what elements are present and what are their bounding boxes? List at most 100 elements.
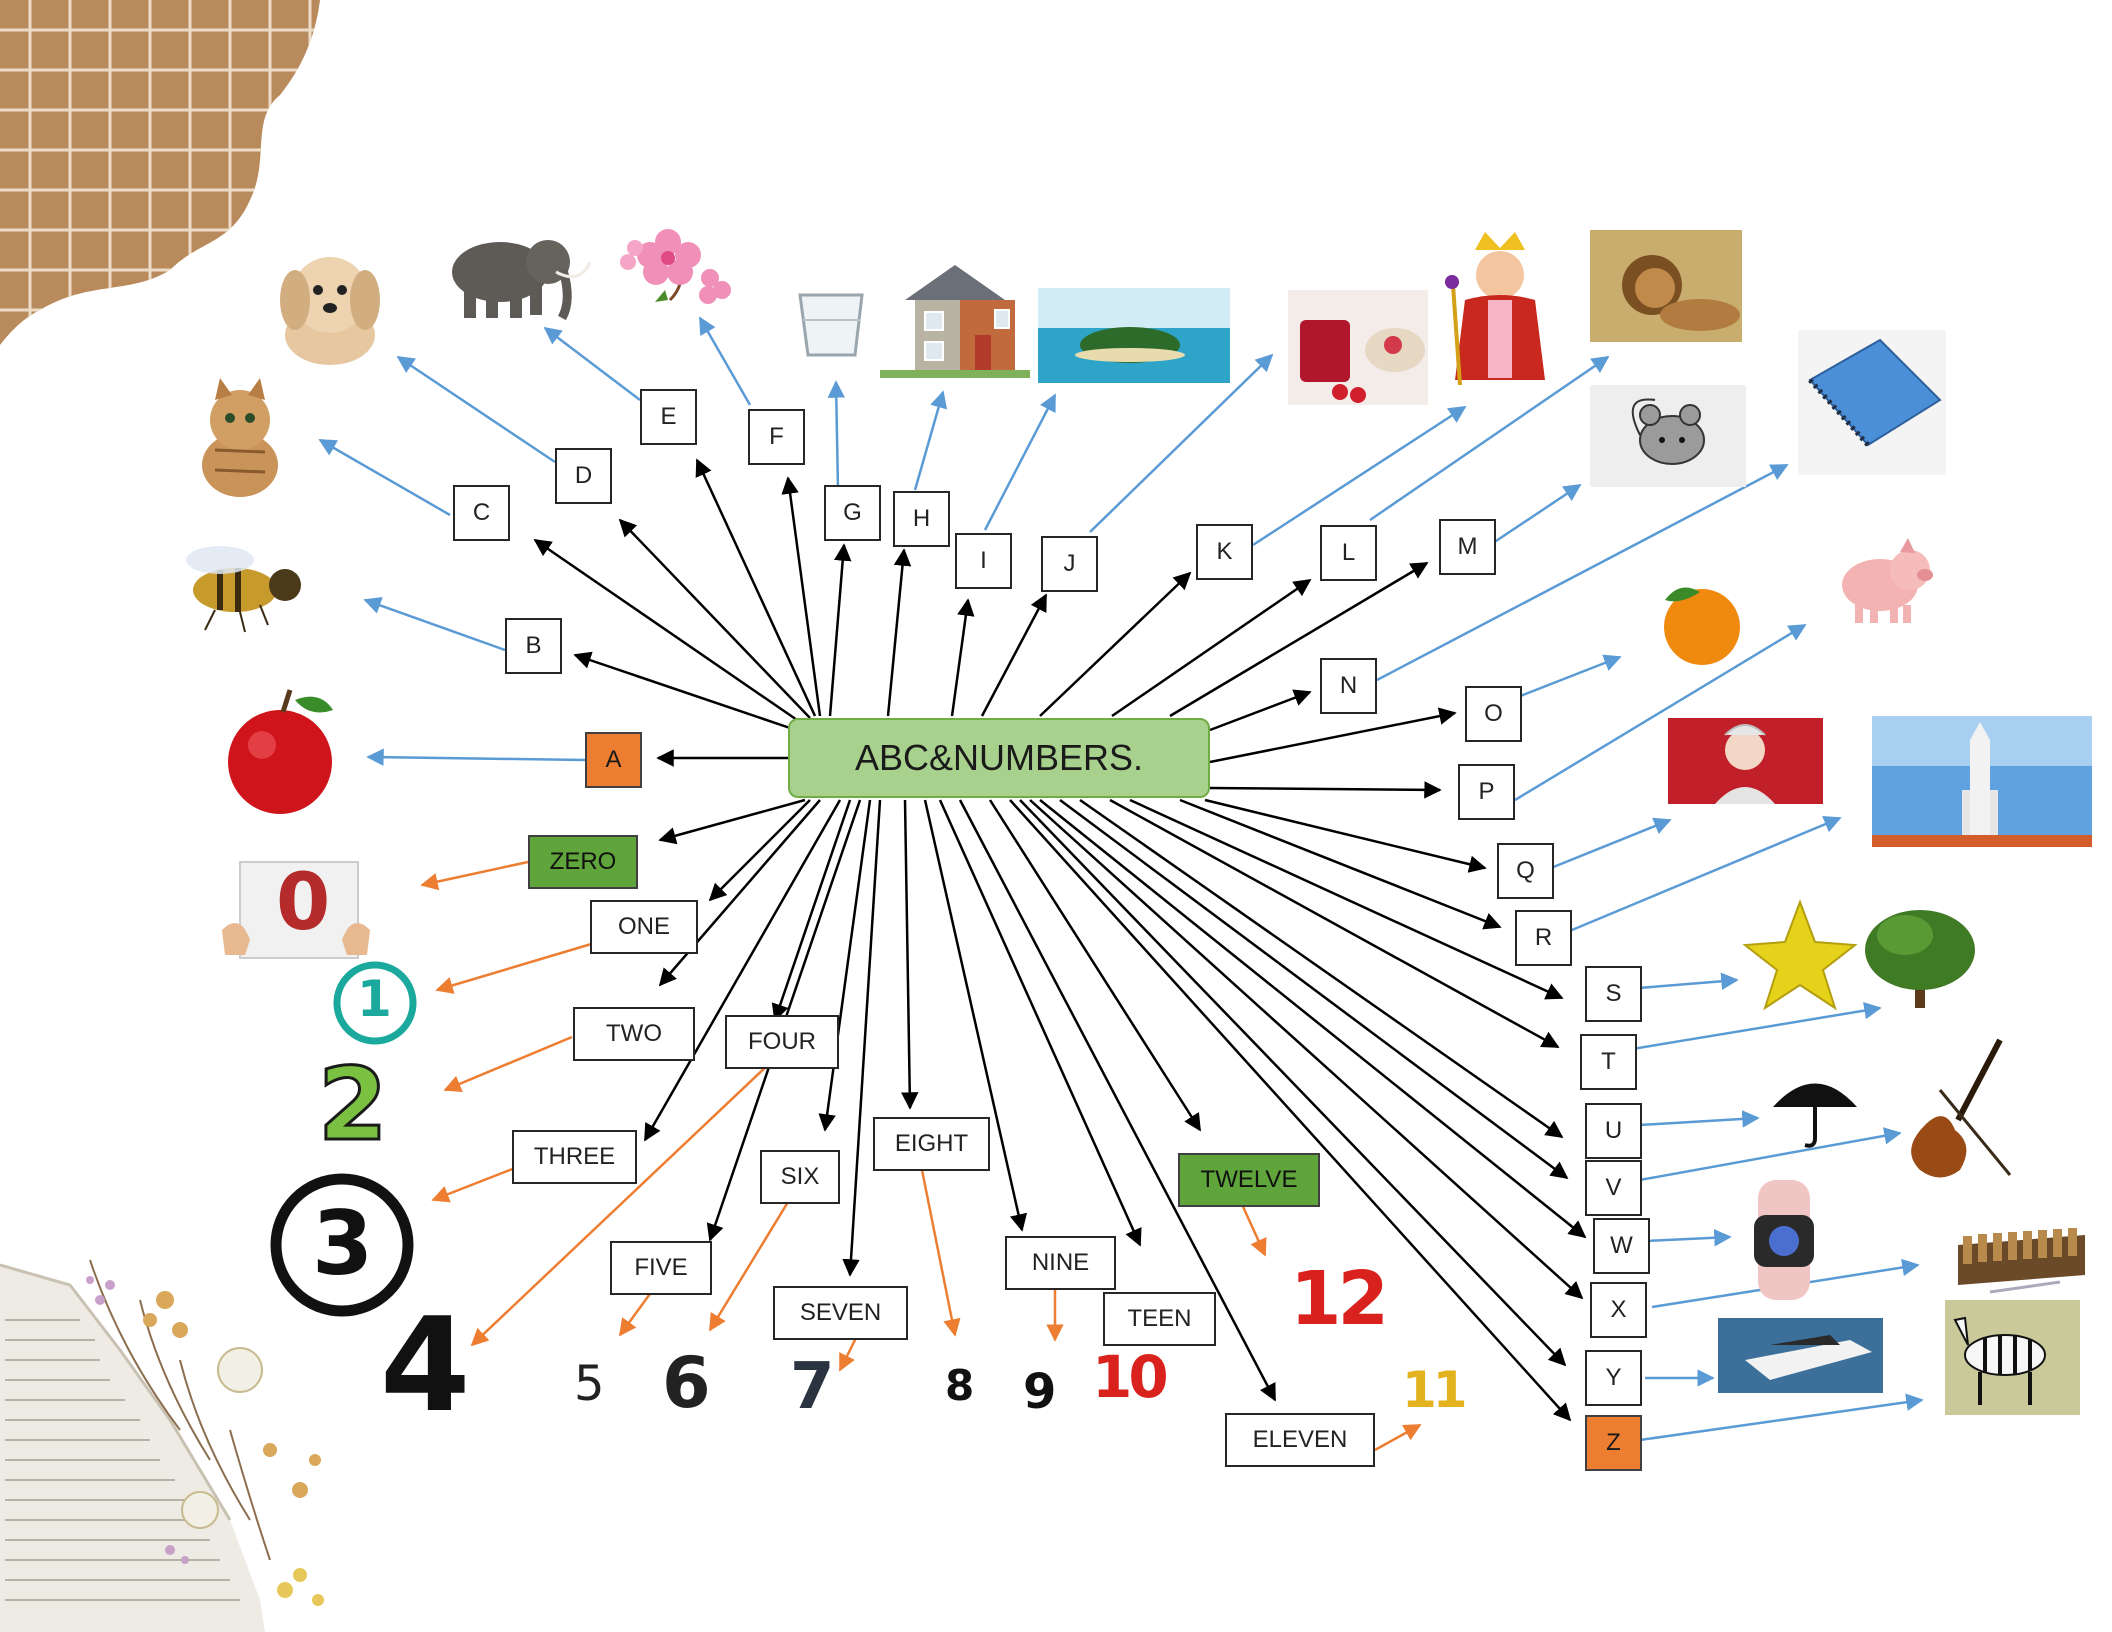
- notebook-image: [1798, 330, 1946, 475]
- arrow-center-two: [658, 799, 821, 987]
- zebra-image: [1945, 1300, 2080, 1415]
- number-node-seven[interactable]: SEVEN: [773, 1286, 908, 1340]
- figure-four: 4: [380, 1289, 471, 1441]
- number-node-six[interactable]: SIX: [760, 1150, 840, 1204]
- number-node-twelve[interactable]: TWELVE: [1178, 1153, 1320, 1207]
- arrow-center-e: [695, 458, 817, 717]
- rocket-image: [1872, 716, 2092, 847]
- letter-node-v[interactable]: V: [1585, 1160, 1642, 1216]
- arrow-center-c: [533, 538, 801, 724]
- orange-image: [1664, 587, 1740, 665]
- letter-node-f[interactable]: F: [748, 409, 805, 465]
- number-node-eleven[interactable]: ELEVEN: [1225, 1413, 1375, 1467]
- letter-node-o[interactable]: O: [1465, 686, 1522, 742]
- glass-image: [798, 293, 864, 357]
- arrow-center-three: [643, 799, 842, 1142]
- zero-card-image: [222, 861, 370, 959]
- cat-image: [202, 378, 278, 497]
- arrow-center-p: [1209, 781, 1442, 799]
- figure-one: 1: [357, 970, 392, 1028]
- arrow-center-twelve: [988, 799, 1202, 1132]
- dog-image: [280, 257, 380, 365]
- circled-one-badge: [333, 961, 417, 1045]
- figure-ten: 10: [1092, 1343, 1169, 1411]
- pig-image: [1842, 538, 1933, 623]
- arrow-center-seven: [842, 799, 882, 1277]
- number-node-five[interactable]: FIVE: [610, 1241, 712, 1295]
- figure-twelve: 12: [1290, 1256, 1389, 1342]
- number-node-teen[interactable]: TEEN: [1103, 1292, 1216, 1346]
- arrow-center-eight: [900, 799, 919, 1110]
- letter-node-m[interactable]: M: [1439, 519, 1496, 575]
- arrow-center-k: [1039, 571, 1192, 717]
- center-topic-node[interactable]: ABC&NUMBERS.: [788, 718, 1210, 798]
- letter-node-n[interactable]: N: [1320, 658, 1377, 714]
- arrow-center-u: [1079, 798, 1564, 1139]
- arrow-center-m: [1169, 561, 1429, 718]
- number-node-four[interactable]: FOUR: [725, 1015, 839, 1069]
- letter-node-w[interactable]: W: [1593, 1218, 1650, 1274]
- number-node-nine[interactable]: NINE: [1005, 1236, 1116, 1290]
- island-image: [1038, 288, 1230, 383]
- arrow-center-l: [1111, 578, 1312, 718]
- queen-image: [1668, 718, 1823, 804]
- circled-three-badge: [270, 1173, 414, 1317]
- umbrella-image: [1773, 1083, 1857, 1148]
- number-node-two[interactable]: TWO: [573, 1007, 695, 1061]
- house-image: [880, 265, 1030, 378]
- letter-node-j[interactable]: J: [1041, 536, 1098, 592]
- letter-node-p[interactable]: P: [1458, 764, 1515, 820]
- letter-node-h[interactable]: H: [893, 491, 950, 547]
- arrow-center-y: [1019, 799, 1567, 1367]
- figure-seven: 7: [790, 1350, 835, 1424]
- number-node-one[interactable]: ONE: [590, 900, 698, 954]
- letter-node-x[interactable]: X: [1590, 1282, 1647, 1338]
- arrow-center-four: [771, 799, 852, 1022]
- figure-nine: 9: [1023, 1364, 1057, 1420]
- figure-two: 2: [317, 1046, 390, 1163]
- black-arrows: [533, 458, 1587, 1422]
- arrow-center-nine: [923, 799, 1028, 1232]
- lion-image: [1590, 230, 1742, 342]
- tree-image: [1865, 910, 1975, 1008]
- number-node-eight[interactable]: EIGHT: [873, 1117, 990, 1171]
- letter-node-r[interactable]: R: [1515, 910, 1572, 966]
- star-image: [1742, 899, 1858, 1011]
- arrow-center-f: [781, 476, 822, 717]
- watch-image: [1754, 1180, 1814, 1300]
- letter-node-s[interactable]: S: [1585, 966, 1642, 1022]
- letter-node-q[interactable]: Q: [1497, 843, 1554, 899]
- arrow-center-eleven: [958, 799, 1277, 1402]
- letter-node-c[interactable]: C: [453, 485, 510, 541]
- arrow-center-teen: [938, 799, 1142, 1247]
- apple-image: [228, 689, 333, 814]
- number-node-three[interactable]: THREE: [512, 1130, 637, 1184]
- letter-node-u[interactable]: U: [1585, 1103, 1642, 1159]
- newspaper-flowers-corner: [0, 1259, 324, 1632]
- letter-node-a[interactable]: A: [585, 732, 642, 788]
- letter-node-i[interactable]: I: [955, 533, 1012, 589]
- letter-node-y[interactable]: Y: [1585, 1350, 1642, 1406]
- letter-node-l[interactable]: L: [1320, 525, 1377, 581]
- figure-five: 5: [574, 1356, 605, 1412]
- letter-node-e[interactable]: E: [640, 389, 697, 445]
- letter-node-k[interactable]: K: [1196, 524, 1253, 580]
- arrow-center-g: [828, 543, 852, 717]
- figure-eleven: 11: [1402, 1361, 1468, 1419]
- figure-six: 6: [662, 1342, 711, 1424]
- number-node-zero[interactable]: ZERO: [528, 835, 638, 889]
- arrow-center-j: [980, 593, 1048, 717]
- letter-node-d[interactable]: D: [555, 448, 612, 504]
- letter-node-g[interactable]: G: [824, 485, 881, 541]
- letter-node-t[interactable]: T: [1580, 1034, 1637, 1090]
- arrow-center-n: [1209, 689, 1312, 732]
- arrow-center-r: [1179, 798, 1502, 930]
- arrow-center-h: [886, 548, 912, 717]
- yacht-image: [1718, 1318, 1883, 1393]
- letter-node-z[interactable]: Z: [1585, 1415, 1642, 1471]
- arrow-center-x: [1029, 799, 1584, 1300]
- letter-node-b[interactable]: B: [505, 618, 562, 674]
- arrow-center-o: [1209, 707, 1457, 764]
- arrow-center-zero: [658, 798, 806, 845]
